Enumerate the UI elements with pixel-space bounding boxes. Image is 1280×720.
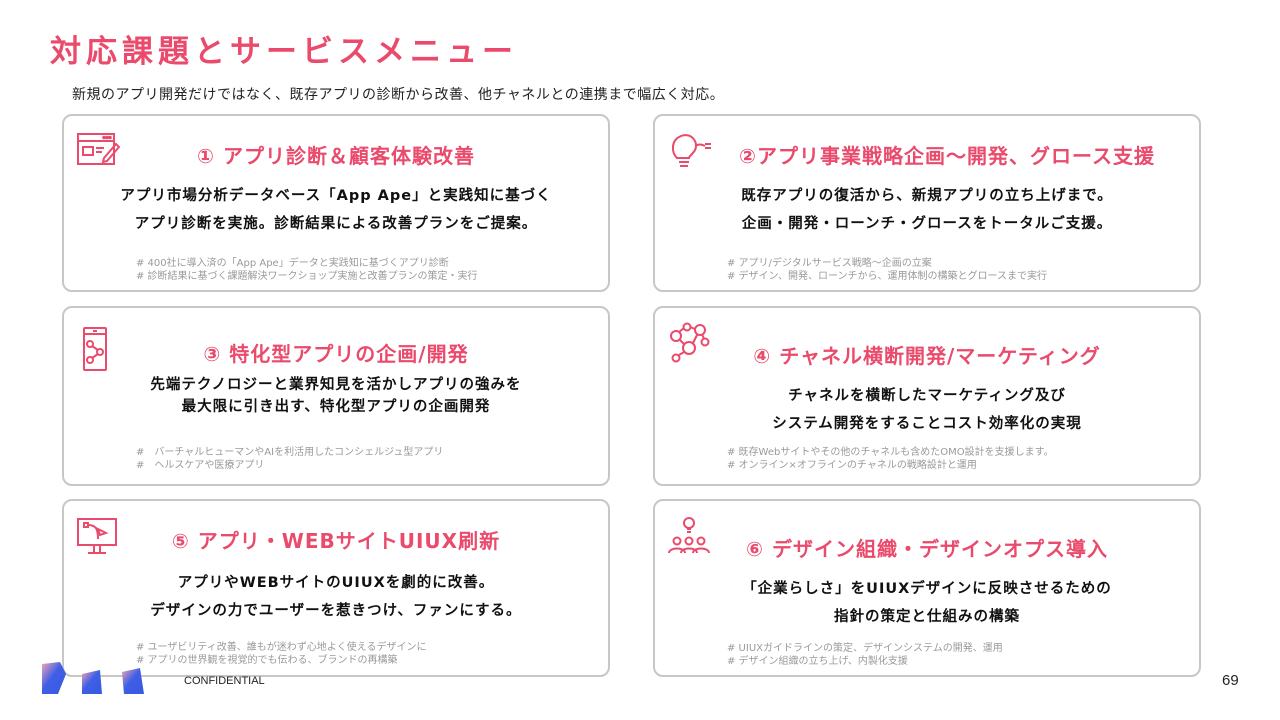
card-body-line: 「企業らしさ」をUIUXデザインに反映させるための: [742, 581, 1112, 597]
monitor-vector-icon: [77, 518, 117, 554]
card-note: # UIUXガイドラインの策定、デザインシステムの開発、運用: [727, 643, 1003, 654]
card-body-line: アプリやWEBサイトのUIUXを劇的に改善。: [177, 575, 495, 591]
card-note: # アプリの世界観を視覚的でも伝わる、ブランドの再構築: [136, 655, 398, 666]
page-number: 69: [1222, 672, 1239, 689]
service-card-app-diagnosis: ① アプリ診断＆顧客体験改善 アプリ市場分析データベース「App Ape」と実践…: [62, 114, 610, 292]
service-card-omnichannel: ④ チャネル横断開発/マーケティング チャネルを横断したマーケティング及び シス…: [653, 306, 1201, 486]
card-body-line: 先端テクノロジーと業界知見を活かしアプリの強みを: [150, 377, 522, 393]
card-note: # 既存Webサイトやその他のチャネルも含めたOMO設計を支援します。: [727, 447, 1054, 458]
card-body-line: アプリ診断を実施。診断結果による改善プランをご提案。: [134, 216, 538, 232]
card-body-line: 最大限に引き出す、特化型アプリの企画開発: [181, 399, 491, 415]
card-body-line: システム開発をすることコスト効率化の実現: [772, 416, 1082, 432]
team-idea-icon: [668, 517, 710, 554]
card-note: # ヘルスケアや医療アプリ: [136, 460, 265, 471]
card-note: # 診断結果に基づく課題解決ワークショップ実施と改善プランの策定・実行: [136, 271, 478, 282]
service-card-design-ops: ⑥ デザイン組織・デザインオプス導入 「企業らしさ」をUIUXデザインに反映させ…: [653, 499, 1201, 677]
card-body-line: 企画・開発・ローンチ・グロースをトータルご支援。: [741, 216, 1113, 232]
card-title: ②アプリ事業戦略企画〜開発、グロース支援: [739, 144, 1155, 168]
browser-edit-icon: [77, 133, 120, 165]
card-note: # デザイン組織の立ち上げ、内製化支援: [727, 656, 908, 667]
card-body-line: デザインの力でユーザーを惹きつけ、ファンにする。: [150, 603, 522, 619]
service-card-specialized-app: ③ 特化型アプリの企画/開発 先端テクノロジーと業界知見を活かしアプリの強みを …: [62, 306, 610, 486]
card-body-line: 指針の策定と仕組みの構築: [834, 609, 1020, 625]
card-note: # バーチャルヒューマンやAIを利活用したコンシェルジュ型アプリ: [136, 447, 444, 458]
card-title: ① アプリ診断＆顧客体験改善: [197, 144, 475, 168]
lightbulb-plug-icon: [671, 134, 711, 167]
card-title: ⑥ デザイン組織・デザインオプス導入: [746, 537, 1108, 561]
service-card-uiux-renewal: ⑤ アプリ・WEBサイトUIUX刷新 アプリやWEBサイトのUIUXを劇的に改善…: [62, 499, 610, 677]
card-note: # アプリ/デジタルサービス戦略〜企画の立案: [727, 258, 932, 269]
service-card-business-strategy: ②アプリ事業戦略企画〜開発、グロース支援 既存アプリの復活から、新規アプリの立ち…: [653, 114, 1201, 292]
card-title: ④ チャネル横断開発/マーケティング: [753, 344, 1101, 368]
card-note: # 400社に導入済の「App Ape」データと実践知に基づくアプリ診断: [136, 258, 449, 269]
company-logo-icon: [42, 662, 144, 694]
card-note: # ユーザビリティ改善、誰もが迷わず心地よく使えるデザインに: [136, 642, 427, 653]
card-body-line: 既存アプリの復活から、新規アプリの立ち上げまで。: [741, 188, 1113, 204]
people-network-icon: [670, 322, 710, 363]
confidential-label: CONFIDENTIAL: [184, 675, 265, 687]
card-title: ③ 特化型アプリの企画/開発: [203, 342, 469, 366]
page-subtitle: 新規のアプリ開発だけではなく、既存アプリの診断から改善、他チャネルとの連携まで幅…: [72, 87, 725, 103]
card-title: ⑤ アプリ・WEBサイトUIUX刷新: [171, 529, 501, 553]
card-note: # オンライン×オフラインのチャネルの戦略設計と運用: [727, 460, 977, 471]
card-note: # デザイン、開発、ローンチから、運用体制の構築とグロースまで実行: [727, 271, 1047, 282]
smartphone-network-icon: [83, 327, 107, 371]
card-body-line: アプリ市場分析データベース「App Ape」と実践知に基づく: [120, 188, 552, 204]
page-title: 対応課題とサービスメニュー: [50, 34, 518, 70]
card-body-line: チャネルを横断したマーケティング及び: [788, 388, 1066, 404]
